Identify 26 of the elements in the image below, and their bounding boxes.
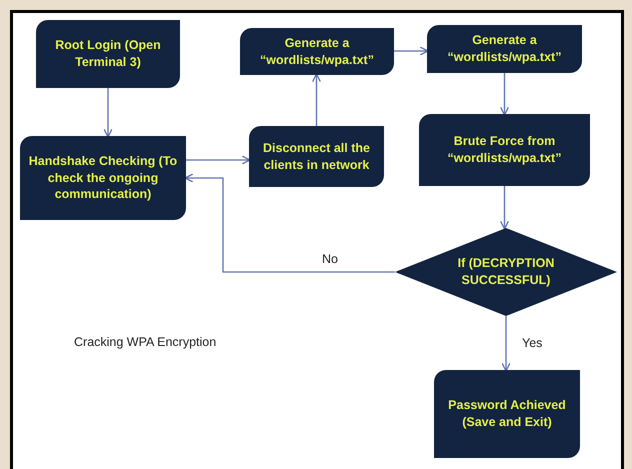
node-text: Generate a “wordlists/wpa.txt” xyxy=(259,34,375,68)
arrow xyxy=(312,73,322,126)
node-text: Handshake Checking (To check the ongoing communication) xyxy=(28,152,178,204)
node-text: Password Achieved (Save and Exit) xyxy=(447,397,567,431)
arrow xyxy=(184,173,395,273)
node-text: Disconnect all the clients in network xyxy=(262,140,371,174)
edge-label: Yes xyxy=(522,336,542,350)
process-box xyxy=(20,136,186,220)
edge-label: No xyxy=(322,252,338,266)
arrow xyxy=(501,316,511,372)
arrow xyxy=(394,46,429,56)
node-text: Generate a “wordlists/wpa.txt” xyxy=(446,32,562,66)
node-text: Brute Force from “wordlists/wpa.txt” xyxy=(446,133,562,167)
node-text: If (DECRYPTION SUCCESSFUL) xyxy=(456,255,556,289)
process-box xyxy=(427,25,582,73)
process-box xyxy=(249,126,384,187)
process-box xyxy=(419,114,590,186)
arrow xyxy=(500,186,510,230)
arrow xyxy=(500,73,510,116)
process-box xyxy=(36,20,180,88)
node-text: Root Login (Open Terminal 3) xyxy=(54,37,162,71)
arrow xyxy=(103,88,113,138)
process-box xyxy=(434,370,580,458)
diagram-caption: Cracking WPA Encryption xyxy=(74,335,216,349)
process-box xyxy=(240,28,394,75)
arrow xyxy=(186,155,251,165)
